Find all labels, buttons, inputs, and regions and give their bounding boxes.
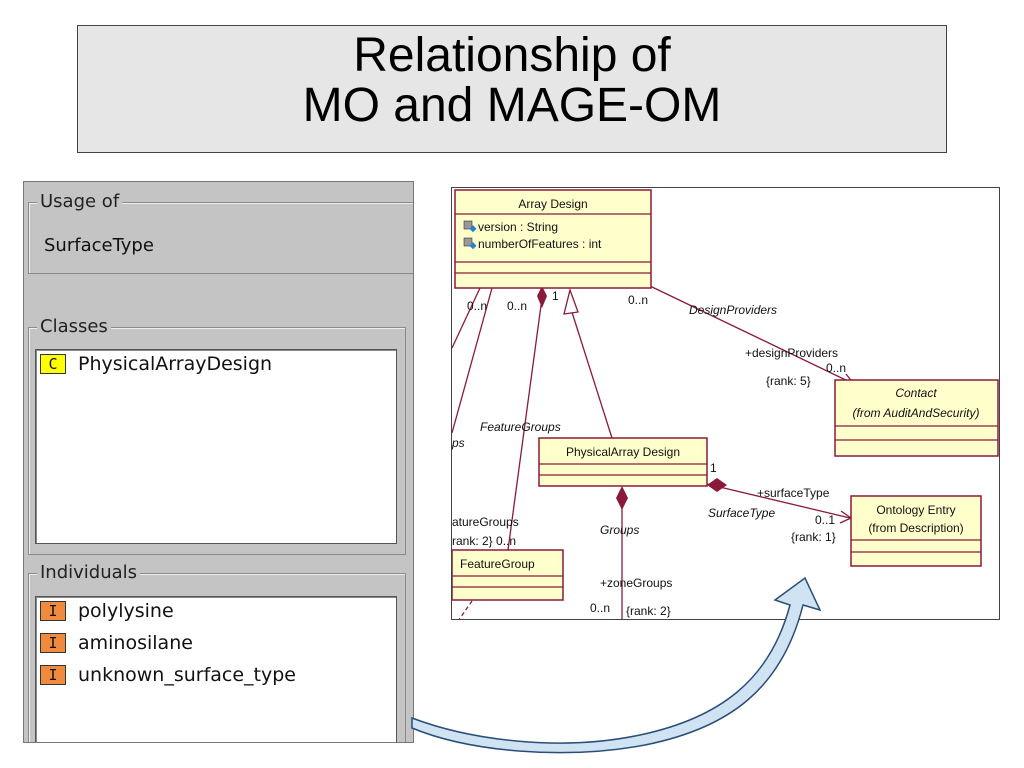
association-line xyxy=(507,297,543,551)
association-name: ps xyxy=(452,436,465,450)
association-line xyxy=(649,285,853,384)
attribute-text: version : String xyxy=(478,220,558,234)
attribute-text: numberOfFeatures : int xyxy=(478,237,602,251)
multiplicity-label: 1 xyxy=(552,289,559,303)
class-physical-array-design[interactable]: PhysicalArray Design xyxy=(538,437,708,487)
constraint-label: {rank: 5} xyxy=(766,374,811,388)
individual-icon: I xyxy=(40,633,66,653)
multiplicity-label: 0..1 xyxy=(815,513,835,527)
ontology-usage-panel: Usage of SurfaceType Classes C PhysicalA… xyxy=(23,181,414,743)
multiplicity-label: 0..n xyxy=(590,601,610,615)
class-package: (from Description) xyxy=(868,521,963,535)
class-contact[interactable]: Contact (from AuditAndSecurity) xyxy=(834,379,999,457)
class-label: PhysicalArrayDesign xyxy=(78,353,273,375)
class-package: (from AuditAndSecurity) xyxy=(853,406,980,420)
attribute-icon xyxy=(463,220,473,230)
list-item[interactable]: I polylysine xyxy=(40,599,174,623)
individuals-group: Individuals I polylysine I aminosilane I… xyxy=(28,563,406,742)
uml-diagram-canvas: Array Design version : String numberOfFe… xyxy=(452,189,999,619)
individual-label: aminosilane xyxy=(78,632,193,654)
composition-diamond xyxy=(537,286,547,308)
individuals-list[interactable]: I polylysine I aminosilane I unknown_sur… xyxy=(35,596,397,742)
attribute-icon xyxy=(469,225,477,233)
usage-value: SurfaceType xyxy=(44,235,154,256)
constraint-label: rank: 2} 0..n xyxy=(452,534,516,548)
association-name: SurfaceType xyxy=(708,506,775,520)
multiplicity-label: 0..n xyxy=(826,361,846,375)
association-line xyxy=(452,287,481,349)
role-label: atureGroups xyxy=(452,515,519,529)
multiplicity-label: 0..n xyxy=(628,293,648,307)
association-name: Groups xyxy=(600,523,639,537)
generalization-line xyxy=(569,305,613,439)
dashed-line xyxy=(458,600,473,619)
list-item[interactable]: I aminosilane xyxy=(40,631,193,655)
role-label: +zoneGroups xyxy=(600,576,672,590)
class-array-design[interactable]: Array Design version : String numberOfFe… xyxy=(454,189,652,289)
multiplicity-label: 1 xyxy=(710,461,717,475)
classes-list[interactable]: C PhysicalArrayDesign xyxy=(35,349,397,544)
role-label: +surfaceType xyxy=(757,486,830,500)
class-name: Contact xyxy=(895,386,937,400)
classes-group: Classes C PhysicalArrayDesign xyxy=(28,317,406,555)
individual-icon: I xyxy=(40,601,66,621)
constraint-label: {rank: 2} xyxy=(626,604,671,618)
individual-icon: I xyxy=(40,665,66,685)
class-name: FeatureGroup xyxy=(460,557,535,571)
class-name: Array Design xyxy=(518,197,587,211)
uml-diagram: Array Design version : String numberOfFe… xyxy=(451,187,1000,620)
classes-legend: Classes xyxy=(37,317,111,337)
individual-label: unknown_surface_type xyxy=(78,664,296,686)
generalization-triangle xyxy=(563,287,579,315)
composition-diamond xyxy=(616,486,628,510)
role-label: +designProviders xyxy=(745,346,838,360)
class-ontology-entry[interactable]: Ontology Entry (from Description) xyxy=(850,495,982,567)
association-name: FeatureGroups xyxy=(480,420,561,434)
association-line xyxy=(452,287,493,434)
attribute-icon xyxy=(469,242,477,250)
association-name: DesignProviders xyxy=(689,303,777,317)
class-name: PhysicalArray Design xyxy=(566,445,680,459)
composition-diamond xyxy=(707,478,727,492)
title-line-1: Relationship of xyxy=(353,29,671,82)
individual-label: polylysine xyxy=(78,600,174,622)
list-item[interactable]: I unknown_surface_type xyxy=(40,663,296,687)
attribute-icon xyxy=(463,237,473,247)
class-feature-group[interactable]: FeatureGroup xyxy=(452,549,564,601)
multiplicity-label: 0..n xyxy=(507,299,527,313)
usage-legend: Usage of xyxy=(37,192,123,212)
slide-title: Relationship of MO and MAGE-OM xyxy=(77,25,947,153)
class-name: Ontology Entry xyxy=(876,503,955,517)
list-item[interactable]: C PhysicalArrayDesign xyxy=(40,352,272,376)
constraint-label: {rank: 1} xyxy=(791,530,836,544)
multiplicity-label: 0..n xyxy=(467,299,487,313)
class-icon: C xyxy=(40,354,66,374)
title-line-2: MO and MAGE-OM xyxy=(302,79,722,132)
usage-group: Usage of SurfaceType xyxy=(28,192,413,274)
association-line xyxy=(706,483,851,519)
individuals-legend: Individuals xyxy=(37,563,141,583)
